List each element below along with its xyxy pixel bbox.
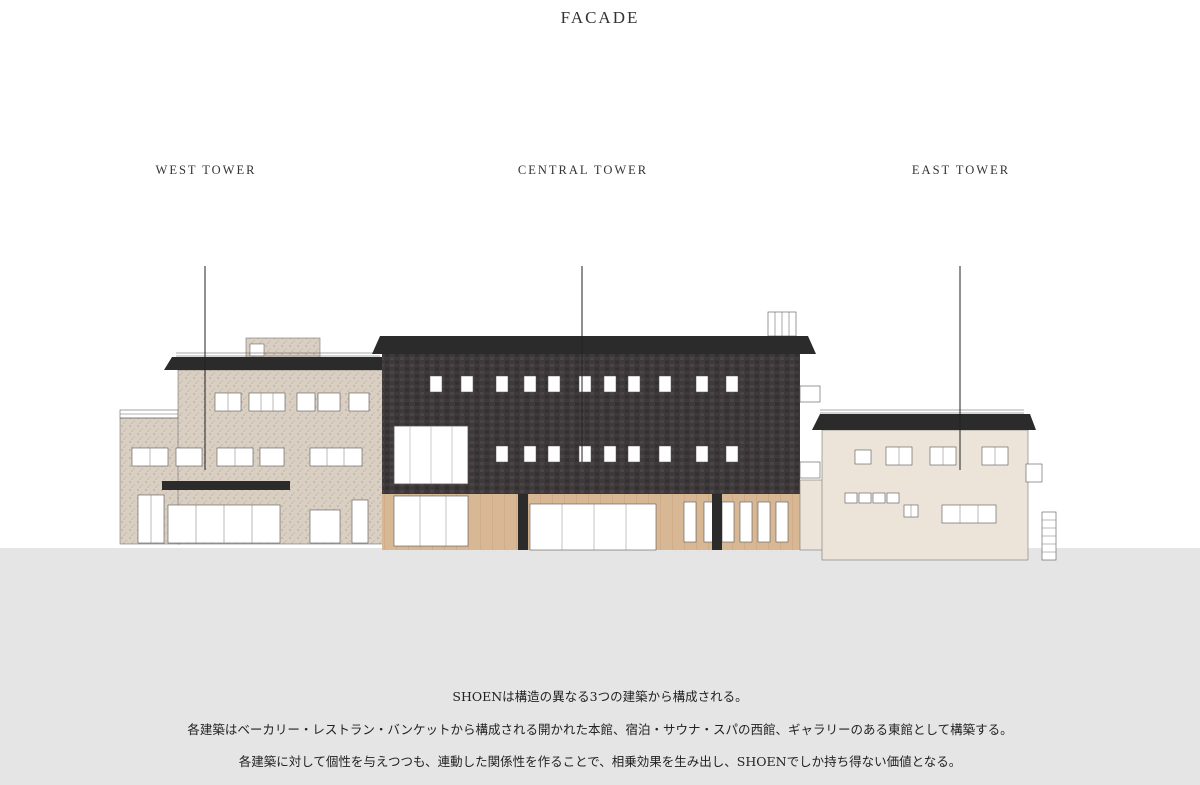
west-tower-label: WEST TOWER [155,163,257,177]
east-tower [799,266,1057,561]
description-line-1: SHOENは構造の異なる3つの建築から構成される。 [452,689,748,704]
description-line-2: 各建築はベーカリー・レストラン・バンケットから構成される開かれた本館、宿泊・サウ… [187,722,1013,737]
page-title: FACADE [560,8,640,27]
ground-band [0,548,1200,785]
west-tower [119,266,386,545]
east-tower-label: EAST TOWER [911,163,1011,177]
central-tower [372,266,821,551]
facade-elevation-drawing [119,266,1057,561]
description-line-3: 各建築に対して個性を与えつつも、連動した関係性を作ることで、相乗効果を生み出し、… [238,754,962,769]
central-tower-label: CENTRAL TOWER [517,163,649,177]
